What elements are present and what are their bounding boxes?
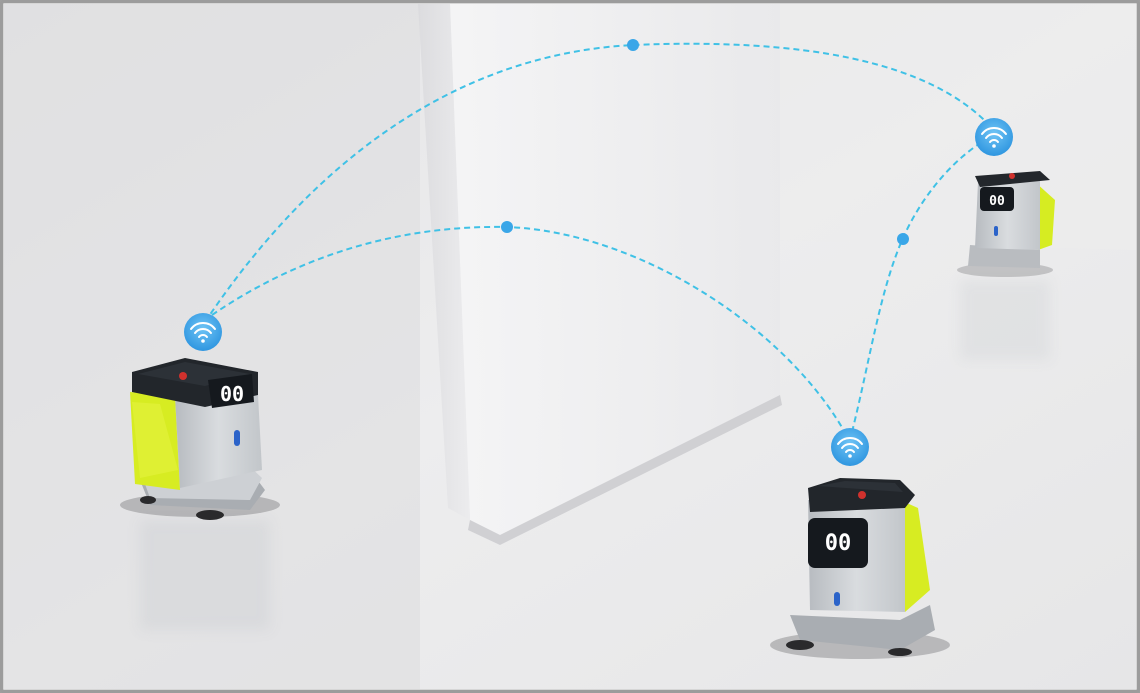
link-node (897, 233, 909, 245)
robot-face-text: 00 (825, 531, 852, 556)
link-node (501, 221, 513, 233)
robot-face-text: 00 (220, 382, 244, 406)
robot-face-text: 00 (989, 194, 1005, 209)
link-node (627, 39, 639, 51)
wifi-badge-bottom-right (831, 428, 869, 466)
wifi-badge-top-right (975, 118, 1013, 156)
wifi-badge-left (184, 313, 222, 351)
back-wall (780, 4, 1136, 250)
